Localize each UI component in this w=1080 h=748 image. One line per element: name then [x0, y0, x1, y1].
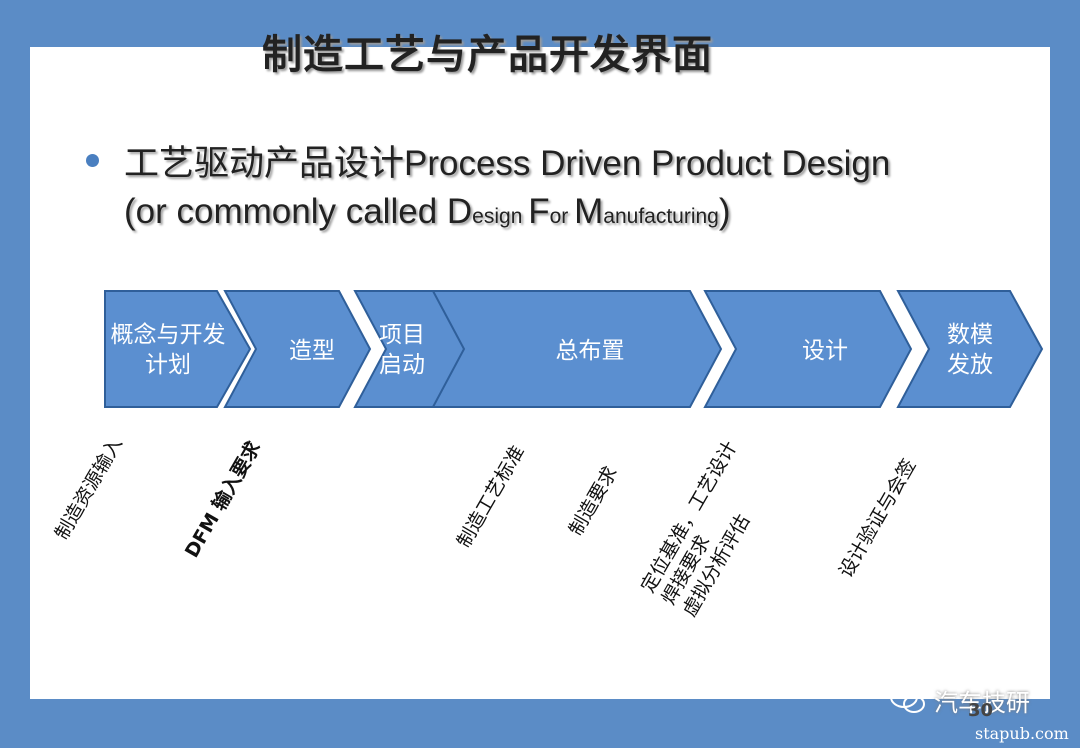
- bullet-line2-suffix: ): [718, 192, 731, 231]
- step-label-kickoff: 项目 启动: [379, 322, 425, 378]
- step-label-concept: 概念与开发 计划: [110, 322, 226, 378]
- step-label-design: 设计: [802, 338, 848, 364]
- page-number: 30: [968, 700, 994, 721]
- bullet-line-1: 工艺驱动产品设计Process Driven Product Design: [124, 144, 891, 183]
- site-watermark: stapub.com: [975, 724, 1069, 743]
- wechat-icon: [890, 686, 925, 713]
- wechat-account-name: 汽车技研: [934, 688, 1030, 717]
- bullet-dot-icon: [86, 154, 99, 167]
- bullet-line2-prefix: (or commonly called: [124, 192, 447, 231]
- step-label-data-release: 数模 发放: [947, 322, 993, 378]
- bullet-line-2: (or commonly called Design For Manufactu…: [124, 188, 1004, 241]
- bullet-text: 工艺驱动产品设计Process Driven Product Design (o…: [124, 140, 1004, 241]
- dfm-anufacturing: anufacturing: [603, 205, 719, 228]
- step-label-styling: 造型: [289, 338, 335, 364]
- dfm-f: F: [528, 192, 550, 231]
- step-label-layout: 总布置: [555, 338, 625, 364]
- wechat-watermark: 汽车技研: [888, 680, 1048, 720]
- dfm-d: D: [446, 192, 473, 231]
- dfm-esign: esign: [472, 205, 529, 228]
- dfm-or: or: [549, 205, 575, 228]
- dfm-m: M: [574, 192, 604, 231]
- slide-title: 制造工艺与产品开发界面: [262, 32, 713, 78]
